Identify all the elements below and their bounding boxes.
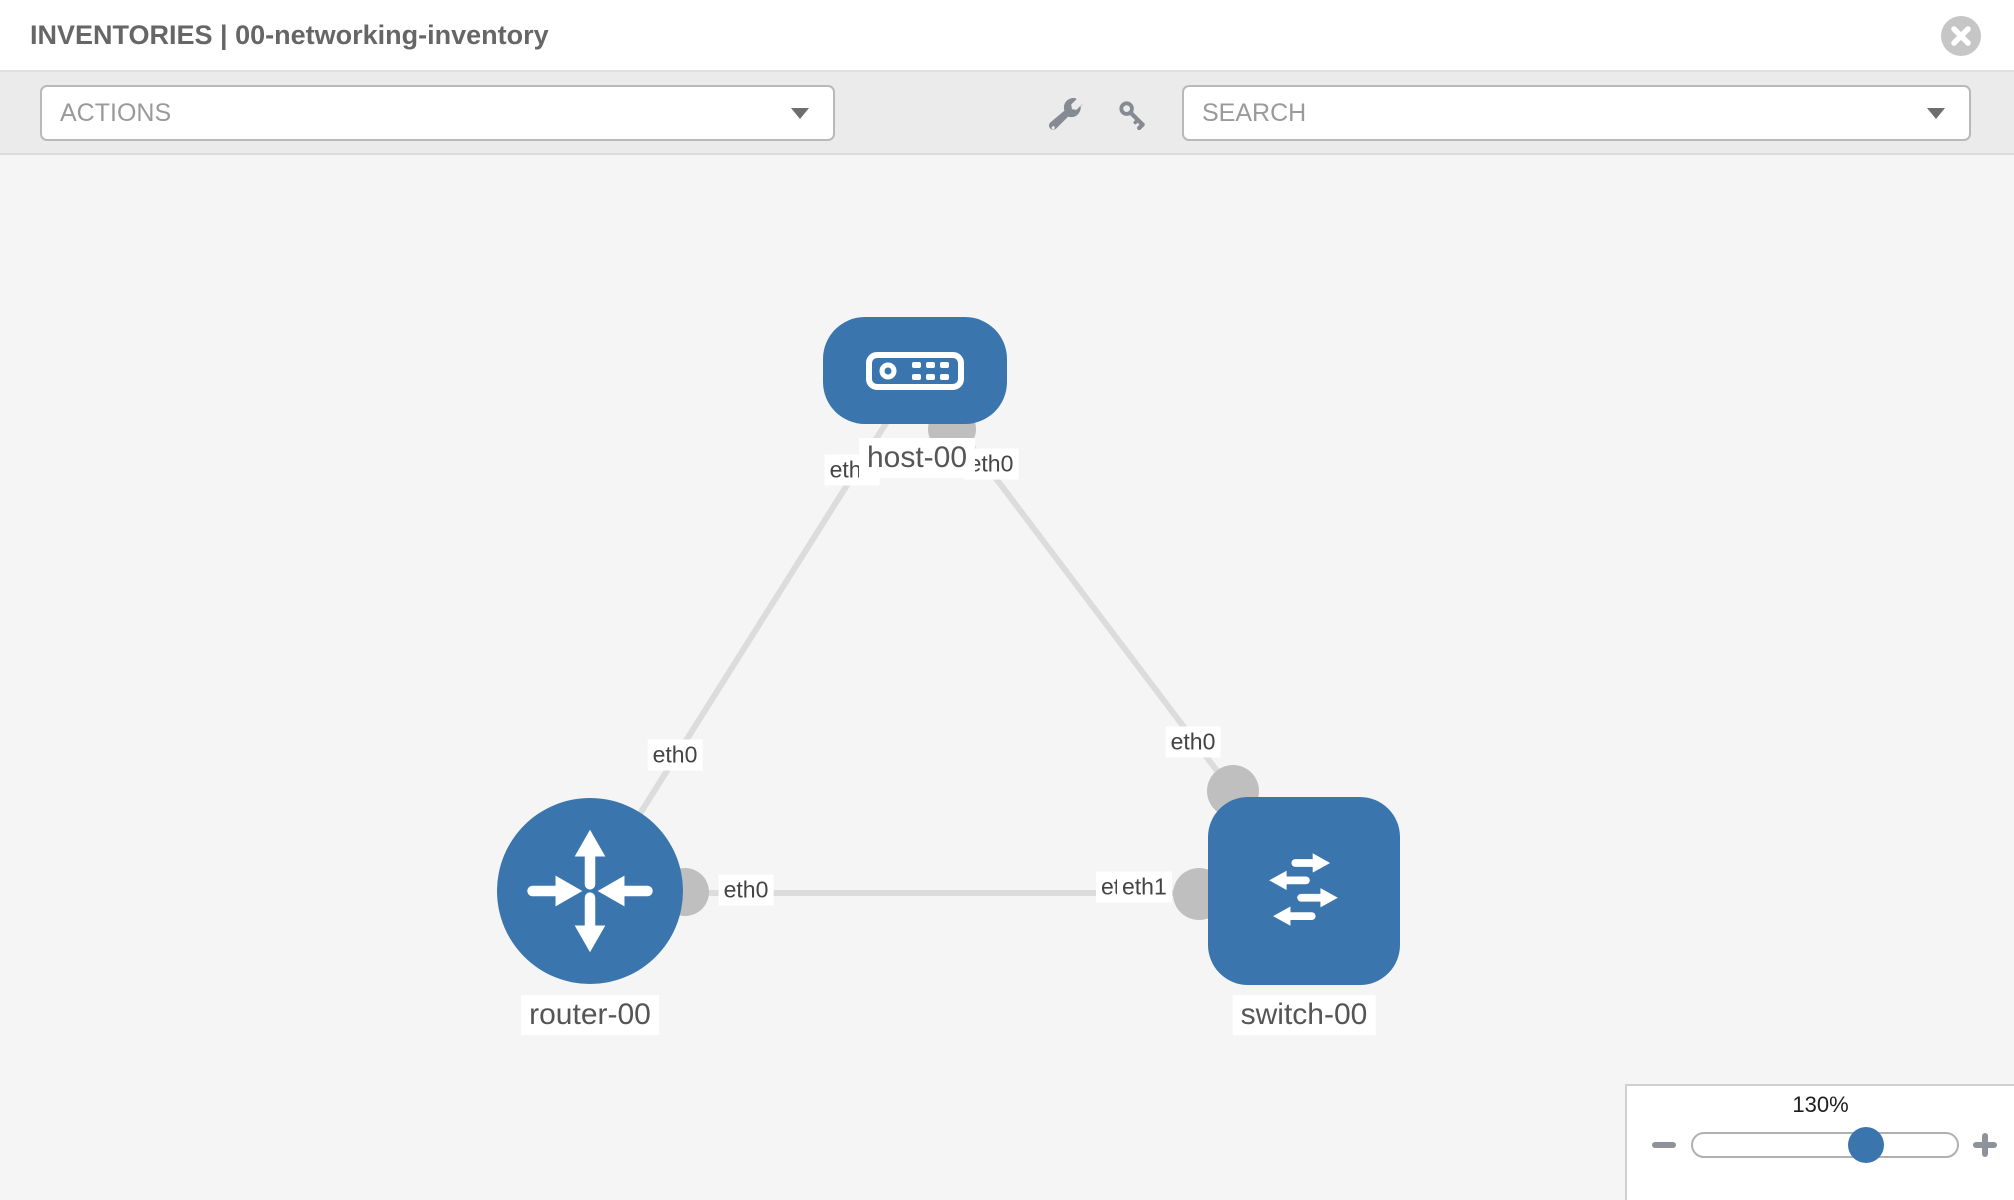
zoom-slider-handle[interactable] — [1848, 1127, 1884, 1163]
interface-label-router-eth0: eth0 — [718, 874, 774, 906]
key-icon — [1119, 101, 1145, 131]
zoom-level-value: 130% — [1792, 1092, 1849, 1117]
credentials-button[interactable] — [1112, 95, 1154, 135]
zoom-control-panel: 130% — [1625, 1084, 2014, 1200]
router-icon — [527, 829, 653, 953]
node-label-host: host-00 — [858, 438, 976, 478]
interface-label-link2-eth0: eth0 — [1165, 726, 1221, 758]
caret-down-icon — [1927, 108, 1945, 119]
actions-dropdown[interactable]: ACTIONS — [40, 85, 835, 141]
minus-icon — [1652, 1142, 1676, 1148]
node-host-00[interactable] — [823, 317, 1007, 424]
configure-button[interactable] — [1045, 95, 1087, 135]
node-router-00[interactable] — [497, 798, 683, 984]
host-icon — [866, 351, 964, 390]
zoom-in-button[interactable] — [1970, 1130, 2000, 1160]
toolbar: ACTIONS SEARCH — [0, 72, 2014, 155]
page-title: INVENTORIES | 00-networking-inventory — [30, 20, 549, 50]
node-switch-00[interactable] — [1208, 797, 1400, 985]
caret-down-icon — [791, 108, 809, 119]
plus-icon — [1973, 1133, 1997, 1157]
zoom-out-button[interactable] — [1649, 1130, 1679, 1160]
topology-canvas[interactable]: host-00 router-00 switch-00 eth0 eth0 et… — [0, 157, 2014, 1200]
switch-icon — [1269, 853, 1338, 926]
search-dropdown[interactable]: SEARCH — [1182, 85, 1971, 141]
interface-label-switch-eth1: eth1 — [1117, 871, 1172, 903]
interface-label-link1-eth0: eth0 — [647, 739, 703, 771]
search-dropdown-label: SEARCH — [1202, 99, 1307, 127]
actions-dropdown-label: ACTIONS — [60, 99, 172, 127]
close-icon — [1951, 26, 1971, 46]
header: INVENTORIES | 00-networking-inventory — [0, 0, 2014, 72]
node-label-router: router-00 — [521, 995, 659, 1035]
links-layer — [587, 372, 1304, 920]
zoom-slider-track[interactable] — [1691, 1127, 1959, 1163]
close-button[interactable] — [1941, 16, 1981, 56]
wrench-icon — [1049, 98, 1083, 130]
node-label-switch: switch-00 — [1232, 995, 1376, 1035]
